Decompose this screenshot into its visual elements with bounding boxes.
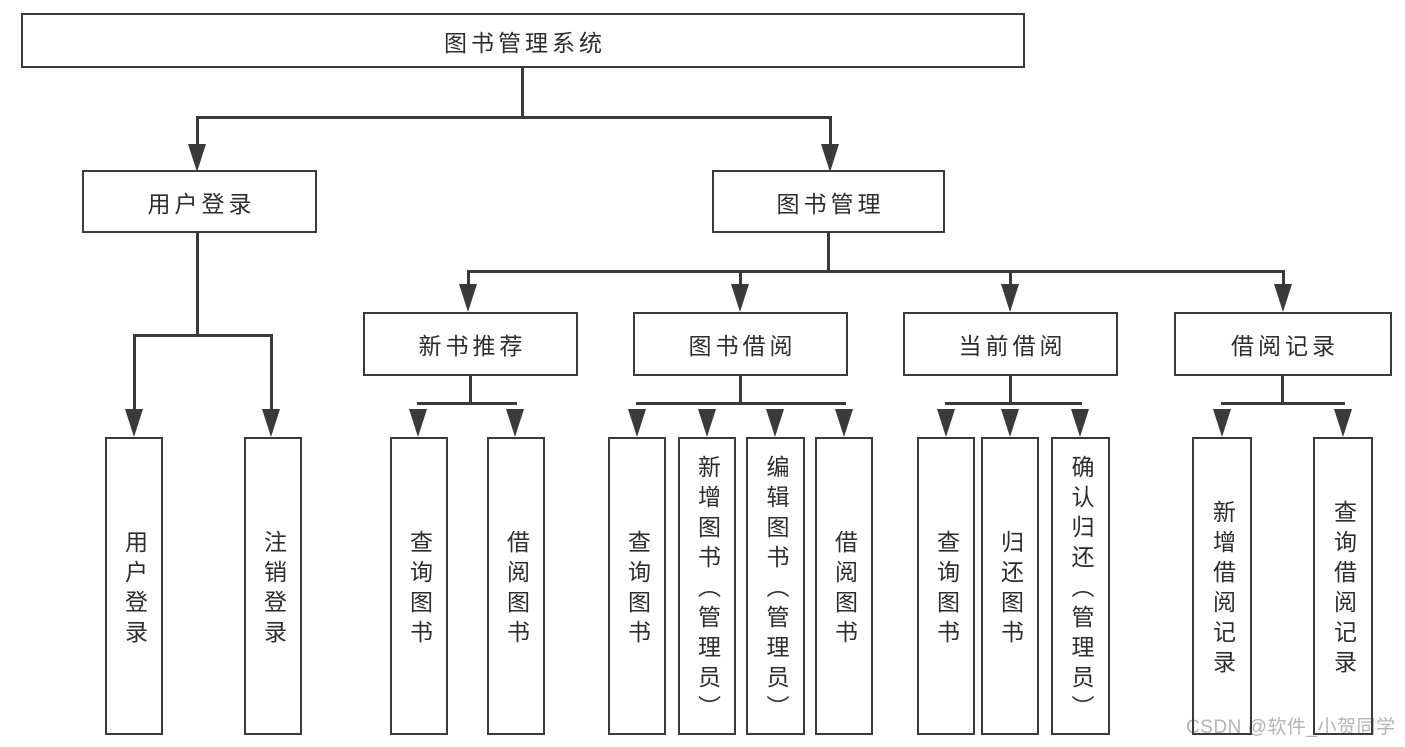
node-book-borrow: 图书借阅 xyxy=(633,312,848,376)
connector-line xyxy=(829,116,832,148)
leaf-label: 新增借阅记录 xyxy=(1209,499,1236,680)
connector-line xyxy=(945,402,1082,405)
arrow-down-icon xyxy=(835,409,853,437)
leaf-label: 查询图书 xyxy=(406,529,433,650)
connector-line xyxy=(196,233,199,337)
leaf-add-book-admin: 新增图书（管理员） xyxy=(678,437,736,735)
leaf-query-books-current: 查询图书 xyxy=(917,437,975,735)
node-root-label: 图书管理系统 xyxy=(444,29,606,56)
connector-line xyxy=(196,116,199,148)
arrow-down-icon xyxy=(937,409,955,437)
node-label: 新书推荐 xyxy=(418,333,527,359)
arrow-down-icon xyxy=(1001,284,1019,312)
leaf-query-books-recommend: 查询图书 xyxy=(390,437,448,735)
leaf-confirm-return-admin: 确认归还（管理员） xyxy=(1051,437,1110,735)
connector-line xyxy=(133,334,273,337)
leaf-label: 借阅图书 xyxy=(831,529,858,650)
leaf-label: 查询图书 xyxy=(624,529,651,650)
leaf-label: 确认归还（管理员） xyxy=(1068,454,1094,725)
arrow-down-icon xyxy=(188,144,206,172)
node-label: 借阅记录 xyxy=(1231,333,1339,359)
leaf-label: 查询借阅记录 xyxy=(1330,499,1357,680)
arrow-down-icon xyxy=(766,409,784,437)
connector-line xyxy=(196,116,832,119)
connector-line xyxy=(636,402,846,405)
node-new-book-recommend: 新书推荐 xyxy=(363,312,578,376)
arrow-down-icon xyxy=(628,409,646,437)
node-label: 图书借阅 xyxy=(688,333,797,359)
arrow-down-icon xyxy=(1071,409,1089,437)
connector-line xyxy=(1221,402,1345,405)
node-label: 用户登录 xyxy=(147,190,256,217)
connector-line xyxy=(739,376,742,404)
leaf-logout: 注销登录 xyxy=(244,437,302,735)
connector-line xyxy=(739,270,742,288)
node-borrow-records: 借阅记录 xyxy=(1174,312,1392,376)
arrow-down-icon xyxy=(1001,409,1019,437)
node-user-login: 用户登录 xyxy=(82,170,317,233)
leaf-label: 借阅图书 xyxy=(503,529,530,650)
node-book-management: 图书管理 xyxy=(712,170,945,233)
leaf-label: 查询图书 xyxy=(933,529,960,650)
leaf-borrow-books-recommend: 借阅图书 xyxy=(487,437,545,735)
arrow-down-icon xyxy=(506,409,524,437)
arrow-down-icon xyxy=(459,284,477,312)
leaf-query-books-borrow: 查询图书 xyxy=(608,437,666,735)
leaf-return-book: 归还图书 xyxy=(981,437,1039,735)
leaf-label: 用户登录 xyxy=(121,529,148,650)
leaf-add-borrow-record: 新增借阅记录 xyxy=(1192,437,1252,735)
connector-line xyxy=(827,233,830,273)
leaf-query-borrow-record: 查询借阅记录 xyxy=(1313,437,1373,735)
connector-line xyxy=(1009,376,1012,404)
leaf-borrow-books: 借阅图书 xyxy=(815,437,873,735)
arrow-down-icon xyxy=(125,409,143,437)
connector-line xyxy=(1281,376,1284,404)
connector-line xyxy=(521,68,524,118)
leaf-user-login: 用户登录 xyxy=(105,437,163,735)
leaf-label: 归还图书 xyxy=(997,529,1024,650)
leaf-label: 编辑图书（管理员） xyxy=(763,454,789,725)
arrow-down-icon xyxy=(1334,409,1352,437)
connector-line xyxy=(467,270,1285,273)
connector-line xyxy=(270,334,273,411)
node-label: 当前借阅 xyxy=(958,333,1067,359)
watermark: CSDN @软件_小贺同学 xyxy=(1186,717,1396,738)
leaf-edit-book-admin: 编辑图书（管理员） xyxy=(746,437,805,735)
node-root: 图书管理系统 xyxy=(21,13,1025,68)
connector-line xyxy=(1282,270,1285,288)
connector-line xyxy=(1009,270,1012,288)
arrow-down-icon xyxy=(262,409,280,437)
arrow-down-icon xyxy=(1274,284,1292,312)
node-current-borrow: 当前借阅 xyxy=(903,312,1118,376)
leaf-label: 注销登录 xyxy=(260,529,287,650)
connector-line xyxy=(467,270,470,288)
arrow-down-icon xyxy=(409,409,427,437)
arrow-down-icon xyxy=(821,144,839,172)
arrow-down-icon xyxy=(698,409,716,437)
arrow-down-icon xyxy=(731,284,749,312)
arrow-down-icon xyxy=(1213,409,1231,437)
node-label: 图书管理 xyxy=(776,190,885,217)
connector-line xyxy=(417,402,517,405)
leaf-label: 新增图书（管理员） xyxy=(694,454,721,725)
connector-line xyxy=(469,376,472,404)
connector-line xyxy=(133,334,136,411)
